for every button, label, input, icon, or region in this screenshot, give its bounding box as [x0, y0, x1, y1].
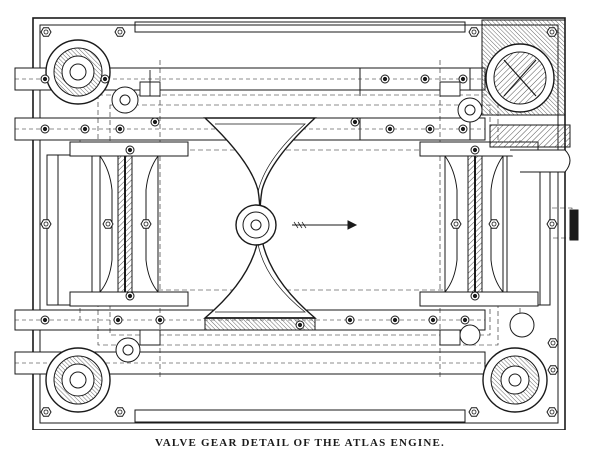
eccentric-top-left	[45, 39, 139, 114]
outer-frame	[32, 17, 566, 430]
eccentric-top-right	[457, 19, 566, 123]
linkage-arms	[139, 70, 461, 346]
right-channel	[494, 154, 551, 306]
crosshead-pin	[235, 204, 277, 246]
eccentric-bottom-right	[459, 312, 548, 413]
shaft-extension	[489, 124, 579, 241]
eccentric-bottom-left	[45, 337, 141, 413]
left-channel	[46, 154, 103, 306]
engine-valve-gear-drawing	[14, 17, 579, 430]
direction-arrow	[292, 220, 358, 230]
figure-caption: VALVE GEAR DETAIL OF THE ATLAS ENGINE.	[154, 437, 446, 449]
